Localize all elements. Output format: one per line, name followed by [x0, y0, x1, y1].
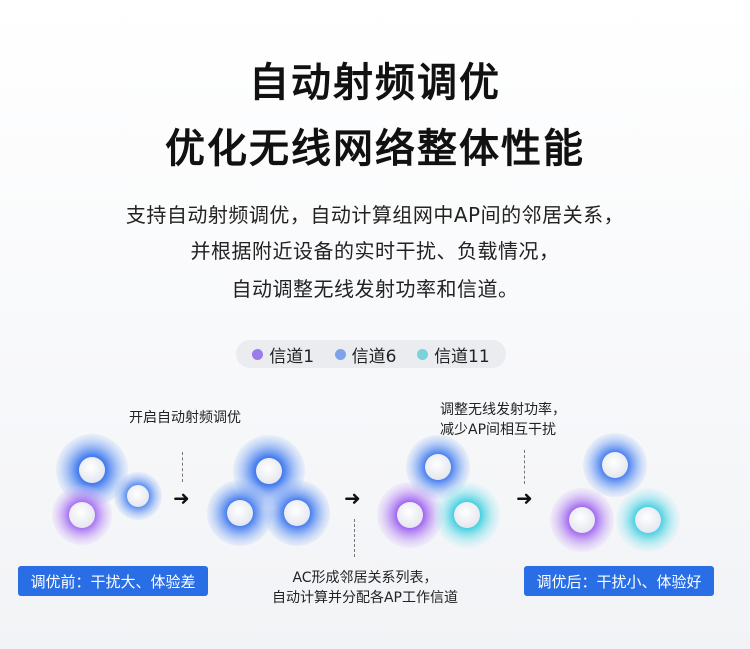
channel-legend: 信道1 信道6 信道11 [236, 340, 506, 368]
ap-node [69, 502, 95, 528]
note-ac-line-1: AC形成邻居关系列表， [292, 570, 438, 586]
badge-after-tuning: 调优后：干扰小、体验好 [524, 566, 714, 596]
description-line-1: 支持自动射频调优，自动计算组网中AP间的邻居关系， [125, 203, 625, 227]
arrow-right-icon: ➜ [173, 486, 190, 510]
note-adjust-line-1: 调整无线发射功率， [440, 402, 566, 418]
ap-node [256, 458, 282, 484]
note-start-tuning: 开启自动射频调优 [129, 410, 241, 426]
arrow-right-icon: ➜ [344, 486, 361, 510]
stage-channels-assigned [377, 435, 500, 548]
title-line-2: 优化无线网络整体性能 [165, 126, 585, 172]
purple-dot-icon [252, 348, 264, 360]
stage-after [550, 433, 680, 552]
description-line-3: 自动调整无线发射功率和信道。 [231, 277, 519, 301]
ap-node [569, 507, 595, 533]
ap-node [425, 454, 451, 480]
note-adjust-power: 调整无线发射功率， 减少AP间相互干扰 [440, 400, 610, 440]
ap-node [79, 457, 105, 483]
ap-node [127, 485, 149, 507]
legend-label: 信道6 [351, 346, 397, 367]
badge-before-tuning: 调优前：干扰大、体验差 [18, 566, 208, 596]
legend-label: 信道1 [269, 346, 315, 367]
ap-node [602, 452, 628, 478]
stage-before [52, 434, 162, 545]
blue-dot-icon [334, 348, 346, 360]
ap-node [284, 500, 310, 526]
ap-node [454, 502, 480, 528]
note-ac-line-2: 自动计算并分配各AP工作信道 [271, 590, 459, 606]
cyan-dot-icon [417, 348, 429, 360]
dashed-connector [524, 450, 525, 484]
legend-label: 信道11 [434, 346, 490, 367]
legend-item-channel-11: 信道11 [417, 342, 490, 367]
ap-node [635, 507, 661, 533]
note-ac-neighbor-list: AC形成邻居关系列表， 自动计算并分配各AP工作信道 [240, 568, 490, 608]
arrow-right-icon: ➜ [516, 486, 533, 510]
ap-node [397, 502, 423, 528]
stage-neighbor-list [207, 435, 330, 546]
dashed-connector [182, 452, 183, 482]
description-line-2: 并根据附近设备的实时干扰、负载情况， [190, 239, 560, 263]
dashed-connector [354, 519, 355, 557]
note-adjust-line-2: 减少AP间相互干扰 [440, 422, 557, 438]
legend-item-channel-1: 信道1 [252, 342, 314, 367]
title-line-1: 自动射频调优 [249, 60, 501, 106]
legend-item-channel-6: 信道6 [334, 342, 397, 367]
ap-node [227, 500, 253, 526]
